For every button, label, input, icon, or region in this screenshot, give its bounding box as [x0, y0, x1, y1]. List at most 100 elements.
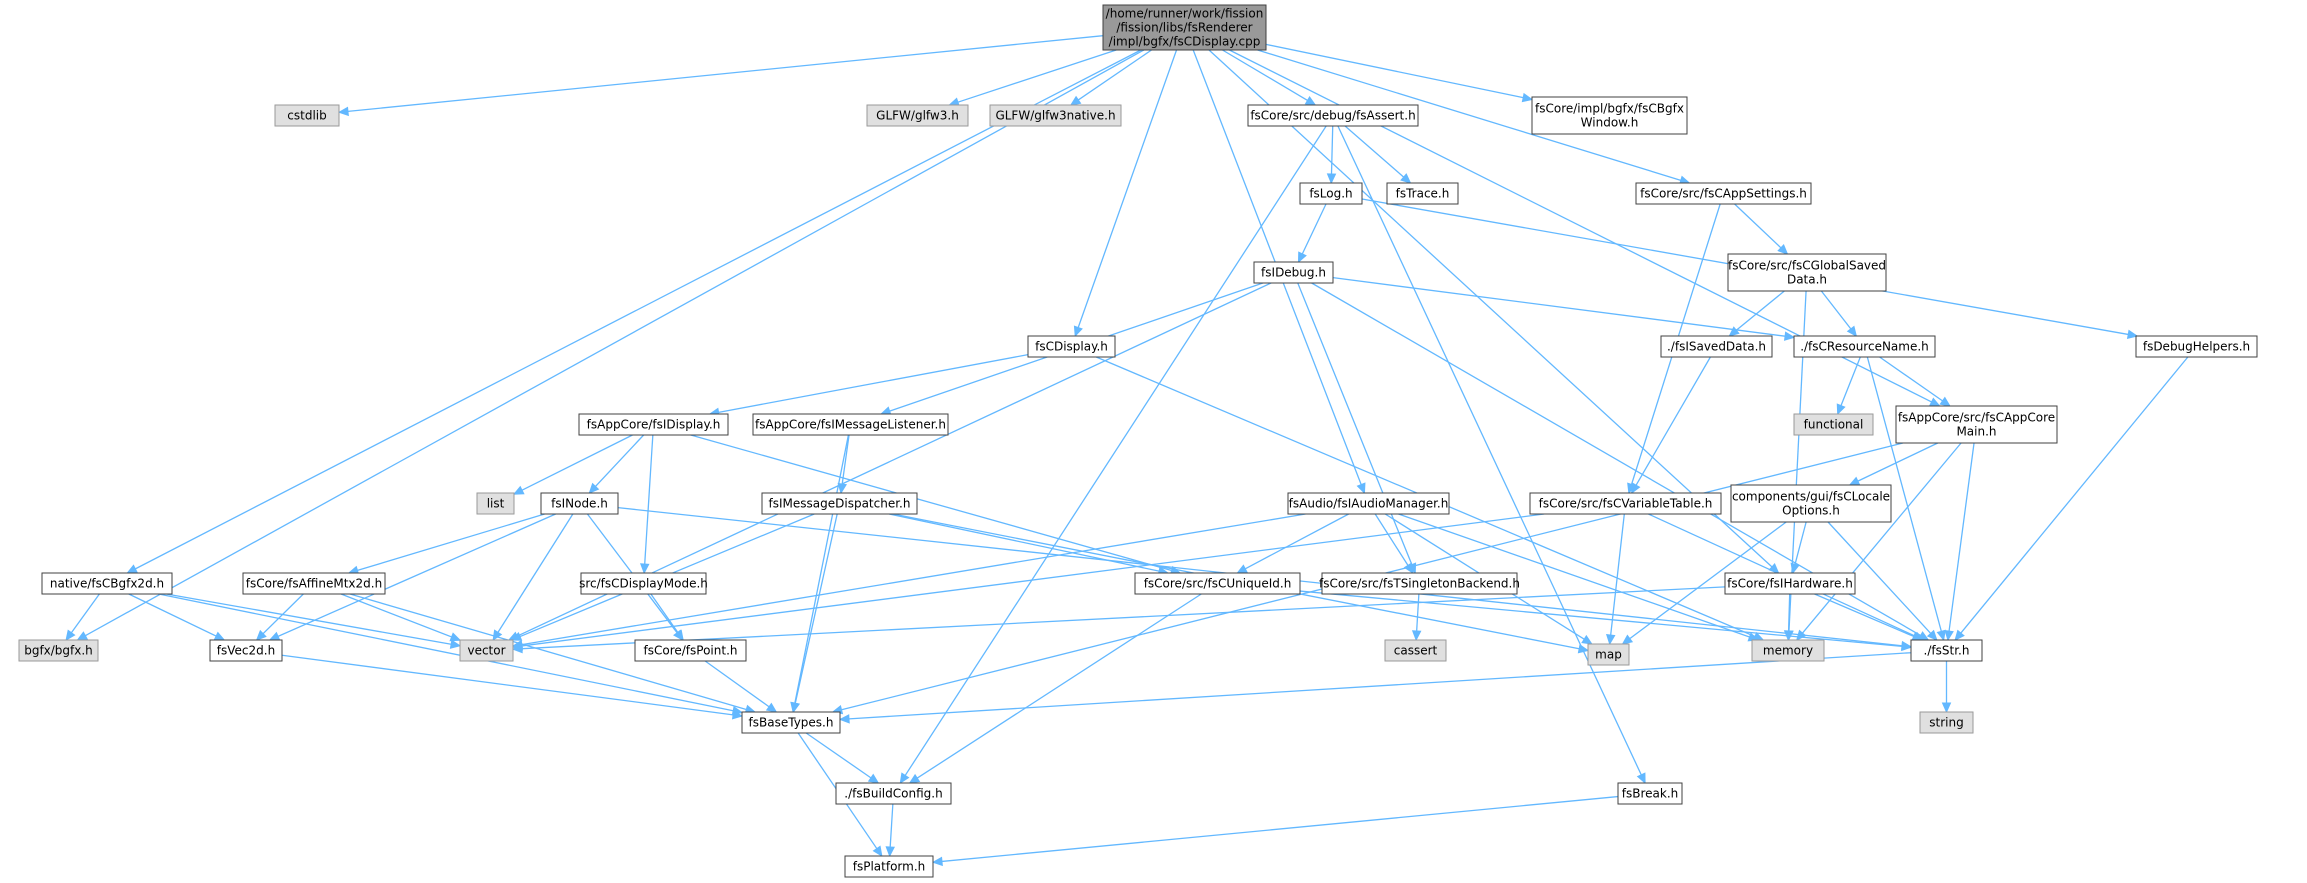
- node-resourcename[interactable]: ./fsCResourceName.h: [1793, 335, 1936, 358]
- node-box: [459, 639, 514, 662]
- node-label: map: [1595, 648, 1622, 662]
- node-fsbreak[interactable]: fsBreak.h: [1617, 782, 1683, 805]
- node-functional[interactable]: functional: [1793, 413, 1874, 436]
- node-imsgdispatcher[interactable]: fsIMessageDispatcher.h: [761, 492, 918, 515]
- node-appsettings[interactable]: fsCore/src/fsCAppSettings.h: [1635, 182, 1812, 205]
- edge-line: [794, 513, 838, 704]
- node-fscdisplay[interactable]: fsCDisplay.h: [1027, 335, 1116, 358]
- node-label: fsCore/impl/bgfx/fsCBgfx: [1535, 102, 1684, 116]
- node-label: fsBreak.h: [1622, 787, 1678, 801]
- node-singletonbackend[interactable]: fsCore/src/fsTSingletonBackend.h: [1319, 572, 1520, 595]
- node-fspoint[interactable]: fsCore/fsPoint.h: [634, 639, 747, 662]
- edge-line: [135, 49, 1142, 570]
- node-fsassert[interactable]: fsCore/src/debug/fsAssert.h: [1247, 104, 1419, 127]
- edge-arrowhead: [1304, 96, 1317, 106]
- node-fsinode[interactable]: fsINode.h: [540, 492, 619, 515]
- edge-arrowhead: [1846, 325, 1858, 337]
- node-affinemtx[interactable]: fsCore/fsAffineMtx2d.h: [242, 572, 386, 595]
- edge-affinemtx-to-fsvec2d: [255, 593, 304, 641]
- edge-arrowhead: [65, 629, 76, 641]
- node-map[interactable]: map: [1587, 643, 1630, 666]
- node-audiomanager[interactable]: fsAudio/fsIAudioManager.h: [1287, 492, 1450, 515]
- node-imsglistener[interactable]: fsAppCore/fsIMessageListener.h: [752, 413, 949, 436]
- edge-affinemtx-to-vector: [340, 593, 462, 642]
- edge-arrowhead: [492, 629, 503, 642]
- edge-cbgfx2d-to-fsvec2d: [128, 593, 226, 641]
- node-glfw3[interactable]: GLFW/glfw3.h: [866, 104, 969, 127]
- edge-line: [1301, 203, 1327, 255]
- edge-fsidebug-to-singletonbackend: [1297, 282, 1417, 575]
- node-platform[interactable]: fsPlatform.h: [844, 855, 934, 878]
- node-displaymode[interactable]: src/fsCDisplayMode.h: [579, 572, 708, 595]
- edge-line: [497, 513, 574, 633]
- node-label: fsCDisplay.h: [1035, 340, 1108, 354]
- node-box: [1531, 96, 1688, 135]
- node-box: [1386, 182, 1459, 205]
- edge-arrowhead: [1356, 482, 1366, 495]
- node-label: ./fsCResourceName.h: [1800, 340, 1929, 354]
- edge-line: [281, 654, 734, 716]
- node-label: native/fsCBgfx2d.h: [50, 577, 164, 591]
- node-label: fsPlatform.h: [853, 860, 926, 874]
- node-label: Main.h: [1956, 425, 1996, 439]
- node-variabletable[interactable]: fsCore/src/fsCVariableTable.h: [1529, 492, 1722, 515]
- node-basetypes[interactable]: fsBaseTypes.h: [741, 711, 841, 734]
- node-uniqueid[interactable]: fsCore/src/fsCUniqueId.h: [1134, 572, 1301, 595]
- node-label: ./fsStr.h: [1924, 644, 1970, 658]
- node-cstdlib[interactable]: cstdlib: [274, 104, 340, 127]
- node-ihardware[interactable]: fsCore/fsIHardware.h: [1724, 572, 1856, 595]
- node-label: fsCore/fsPoint.h: [644, 644, 738, 658]
- edge-arrowhead: [1411, 630, 1422, 642]
- edge-arrowhead: [1636, 772, 1646, 785]
- edge-imsglistener-to-imsgdispatcher: [837, 434, 850, 495]
- edge-arrowhead: [731, 710, 744, 720]
- edge-line: [1398, 513, 1750, 638]
- node-fsstr[interactable]: ./fsStr.h: [1910, 639, 1983, 662]
- edge-line: [85, 49, 1145, 637]
- edge-line: [1077, 49, 1152, 101]
- node-vector[interactable]: vector: [459, 639, 514, 662]
- node-isaveddata[interactable]: ./fsISavedData.h: [1660, 335, 1773, 358]
- node-fslog[interactable]: fsLog.h: [1299, 182, 1363, 205]
- node-label: fsDebugHelpers.h: [2143, 340, 2250, 354]
- node-cbgfx2d[interactable]: native/fsCBgfx2d.h: [41, 572, 173, 595]
- edge-arrowhead: [1606, 634, 1616, 646]
- node-fsidebug[interactable]: fsIDebug.h: [1253, 261, 1334, 284]
- node-box: [1247, 104, 1419, 127]
- node-glfw3native[interactable]: GLFW/glfw3native.h: [989, 104, 1122, 127]
- node-box: [18, 639, 99, 662]
- node-bgfx[interactable]: bgfx/bgfx.h: [18, 639, 99, 662]
- edge-line: [1802, 442, 1962, 634]
- node-fsvec2d[interactable]: fsVec2d.h: [209, 639, 283, 662]
- node-root[interactable]: /home/runner/work/fission/fission/libs/f…: [1102, 4, 1267, 51]
- edge-fsstr-to-basetypes: [838, 652, 1912, 724]
- edge-fsstr-to-string: [1941, 661, 1952, 714]
- node-label: fsCore/src/debug/fsAssert.h: [1250, 109, 1415, 123]
- edge-line: [1257, 49, 1681, 181]
- edge-line: [1629, 521, 1787, 640]
- edge-arrowhead: [885, 846, 895, 858]
- edge-line: [957, 49, 1117, 103]
- node-cassert[interactable]: cassert: [1384, 639, 1447, 662]
- edge-line: [1814, 593, 1914, 638]
- edge-root-to-glfw3native: [1069, 49, 1152, 106]
- edge-line: [1330, 125, 1334, 175]
- node-fstrace[interactable]: fsTrace.h: [1386, 182, 1459, 205]
- edge-fsassert-to-fstrace: [1344, 125, 1412, 184]
- node-memory[interactable]: memory: [1751, 639, 1825, 662]
- node-list[interactable]: list: [476, 492, 515, 515]
- node-buildconfig[interactable]: ./fsBuildConfig.h: [835, 782, 952, 805]
- edge-line: [347, 35, 1104, 113]
- node-string[interactable]: string: [1919, 711, 1974, 734]
- node-label: /impl/bgfx/fsCDisplay.cpp: [1109, 35, 1261, 49]
- node-debughelpers[interactable]: fsDebugHelpers.h: [2135, 335, 2258, 358]
- edge-arrowhead: [1941, 702, 1952, 714]
- node-idisplay[interactable]: fsAppCore/fsIDisplay.h: [578, 413, 729, 436]
- edge-line: [805, 732, 872, 779]
- edge-arrowhead: [838, 714, 850, 724]
- node-label: fsBaseTypes.h: [749, 716, 834, 730]
